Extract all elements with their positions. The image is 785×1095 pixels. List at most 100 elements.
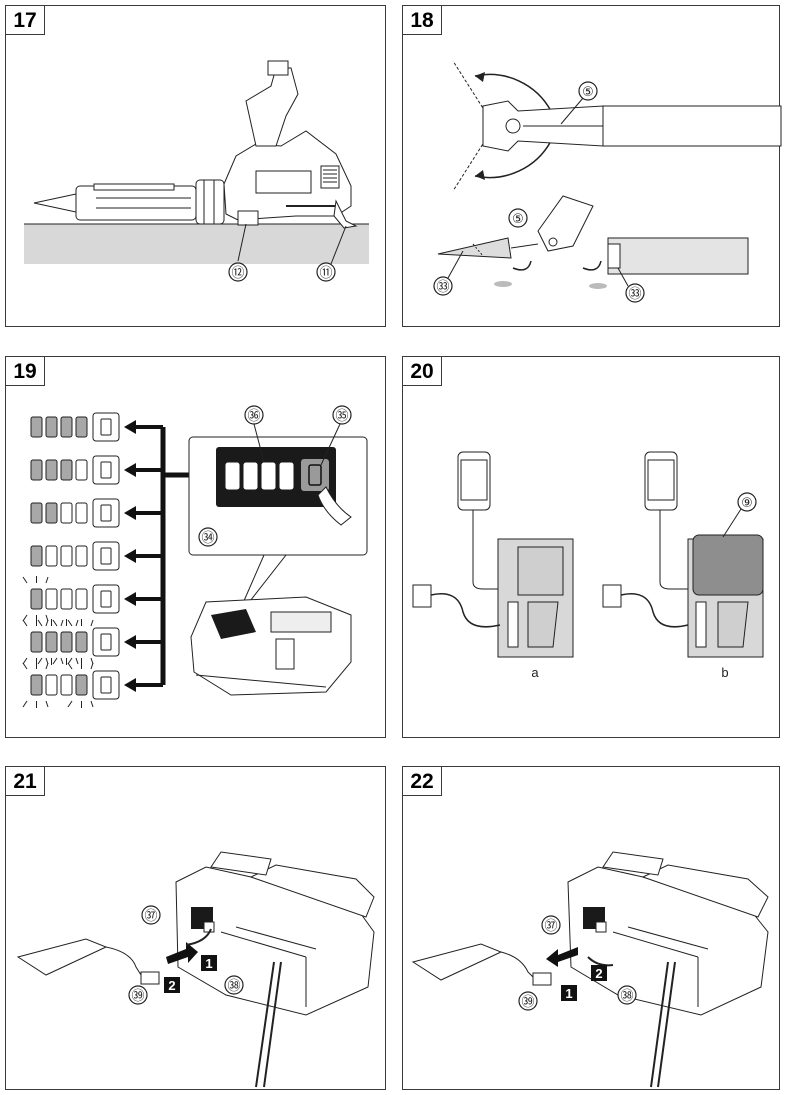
battery-icon bbox=[100, 504, 112, 522]
callout-33-right: ㉝ bbox=[628, 286, 641, 301]
charge-level-row bbox=[30, 541, 163, 571]
callout-9: ⑨ bbox=[741, 495, 753, 510]
blink-mark bbox=[60, 619, 64, 627]
blink-mark bbox=[45, 700, 49, 708]
arrow-head-icon bbox=[124, 420, 136, 434]
nozzle-rotation-and-cutting-illustration: ⑤ ⑤ ㉝ ㉝ bbox=[433, 60, 782, 303]
figure-22-panel: 22 ㊲ ㊳ ㊴ 1 2 bbox=[402, 766, 780, 1090]
arrow-head-icon bbox=[124, 506, 136, 520]
charge-level-row bbox=[30, 498, 163, 528]
level-segment bbox=[45, 545, 58, 567]
level-segment bbox=[60, 674, 73, 696]
battery-icon-frame bbox=[92, 627, 120, 657]
level-segment bbox=[60, 459, 73, 481]
figure-number: 22 bbox=[402, 766, 442, 796]
level-segment bbox=[75, 545, 88, 567]
charge-level-row bbox=[22, 662, 163, 708]
callout-34: ㉞ bbox=[201, 530, 214, 545]
callout-38: ㊳ bbox=[227, 978, 240, 993]
blink-mark bbox=[90, 619, 94, 627]
blink-mark bbox=[22, 576, 28, 584]
battery-icon bbox=[100, 676, 112, 694]
blink-mark bbox=[75, 619, 79, 627]
zoom-level-segment bbox=[261, 462, 276, 490]
level-segment bbox=[30, 588, 43, 610]
battery-icon-frame bbox=[92, 455, 120, 485]
figure-17-panel: 17 ⑫ ⑪ bbox=[5, 5, 386, 327]
step-2: 2 bbox=[168, 978, 175, 993]
callout-37: ㊲ bbox=[144, 908, 157, 923]
blink-mark bbox=[45, 619, 49, 627]
callout-35: ㉟ bbox=[335, 408, 348, 423]
battery-level-indicator-illustration: ㊱ ㉟ ㉞ bbox=[22, 405, 368, 708]
battery-icon bbox=[100, 461, 112, 479]
figure-21-panel: 21 ㊲ ㊳ ㊴ 1 2 bbox=[5, 766, 386, 1090]
step-1: 1 bbox=[205, 956, 212, 971]
blink-mark bbox=[52, 657, 58, 665]
battery-icon bbox=[100, 590, 112, 608]
blink-mark bbox=[45, 662, 49, 670]
step-2: 2 bbox=[595, 966, 602, 981]
level-segment bbox=[45, 588, 58, 610]
usb-cable-connect-illustration: ㊲ ㊳ ㊴ 1 2 bbox=[16, 851, 375, 1088]
caulking-gun-on-surface-illustration: ⑫ ⑪ bbox=[24, 60, 369, 282]
level-segment bbox=[75, 674, 88, 696]
level-segment bbox=[30, 416, 43, 438]
arrow-head-icon bbox=[124, 592, 136, 606]
battery-icon-frame bbox=[92, 584, 120, 614]
level-segment bbox=[60, 631, 73, 653]
level-segment bbox=[30, 631, 43, 653]
arrow-head-icon bbox=[124, 549, 136, 563]
level-segment bbox=[30, 502, 43, 524]
battery-icon bbox=[100, 418, 112, 436]
figure-number: 20 bbox=[402, 356, 442, 386]
battery-icon-frame bbox=[92, 670, 120, 700]
callout-37: ㊲ bbox=[544, 918, 557, 933]
level-segment bbox=[45, 502, 58, 524]
charge-level-row bbox=[30, 412, 163, 442]
charge-level-row bbox=[30, 455, 163, 485]
arrow-head-icon bbox=[124, 678, 136, 692]
blink-mark bbox=[67, 700, 73, 708]
battery-icon-frame bbox=[92, 498, 120, 528]
level-segment bbox=[60, 588, 73, 610]
blink-mark bbox=[37, 619, 43, 627]
figure-number: 17 bbox=[5, 5, 45, 35]
level-segment bbox=[30, 674, 43, 696]
blink-mark bbox=[22, 614, 28, 622]
sub-label-b: b bbox=[721, 665, 728, 680]
level-segment bbox=[75, 631, 88, 653]
callout-5-bottom: ⑤ bbox=[512, 211, 524, 226]
level-segment bbox=[60, 502, 73, 524]
figure-19-panel: 19 ㊱ ㉟ ㉞ bbox=[5, 356, 386, 738]
level-segment bbox=[30, 459, 43, 481]
blink-mark bbox=[67, 619, 73, 627]
blink-mark bbox=[67, 662, 73, 670]
figure-18-panel: 18 ⑤ ⑤ ㉝ ㉝ bbox=[402, 5, 782, 327]
level-segment bbox=[45, 416, 58, 438]
level-segment bbox=[45, 631, 58, 653]
blink-mark bbox=[90, 700, 94, 708]
blink-mark bbox=[60, 657, 64, 665]
callout-5-top: ⑤ bbox=[582, 84, 594, 99]
level-segment bbox=[75, 502, 88, 524]
step-1: 1 bbox=[565, 986, 572, 1001]
zoom-level-segment bbox=[279, 462, 294, 490]
level-segment bbox=[45, 674, 58, 696]
sub-label-a: a bbox=[531, 665, 539, 680]
callout-39: ㊴ bbox=[131, 988, 144, 1003]
callout-38: ㊳ bbox=[620, 988, 633, 1003]
level-segment bbox=[30, 545, 43, 567]
blink-mark bbox=[22, 619, 28, 627]
arrow-head-icon bbox=[124, 463, 136, 477]
blink-mark bbox=[22, 700, 28, 708]
battery-icon bbox=[100, 633, 112, 651]
figure-number: 21 bbox=[5, 766, 45, 796]
level-segment bbox=[75, 416, 88, 438]
charge-level-rows bbox=[22, 412, 163, 708]
callout-39: ㊴ bbox=[521, 994, 534, 1009]
charging-usb-device-illustration: a ⑨ b bbox=[412, 451, 764, 680]
charge-level-row bbox=[22, 576, 163, 622]
level-segment bbox=[75, 459, 88, 481]
zoom-level-segment bbox=[243, 462, 258, 490]
